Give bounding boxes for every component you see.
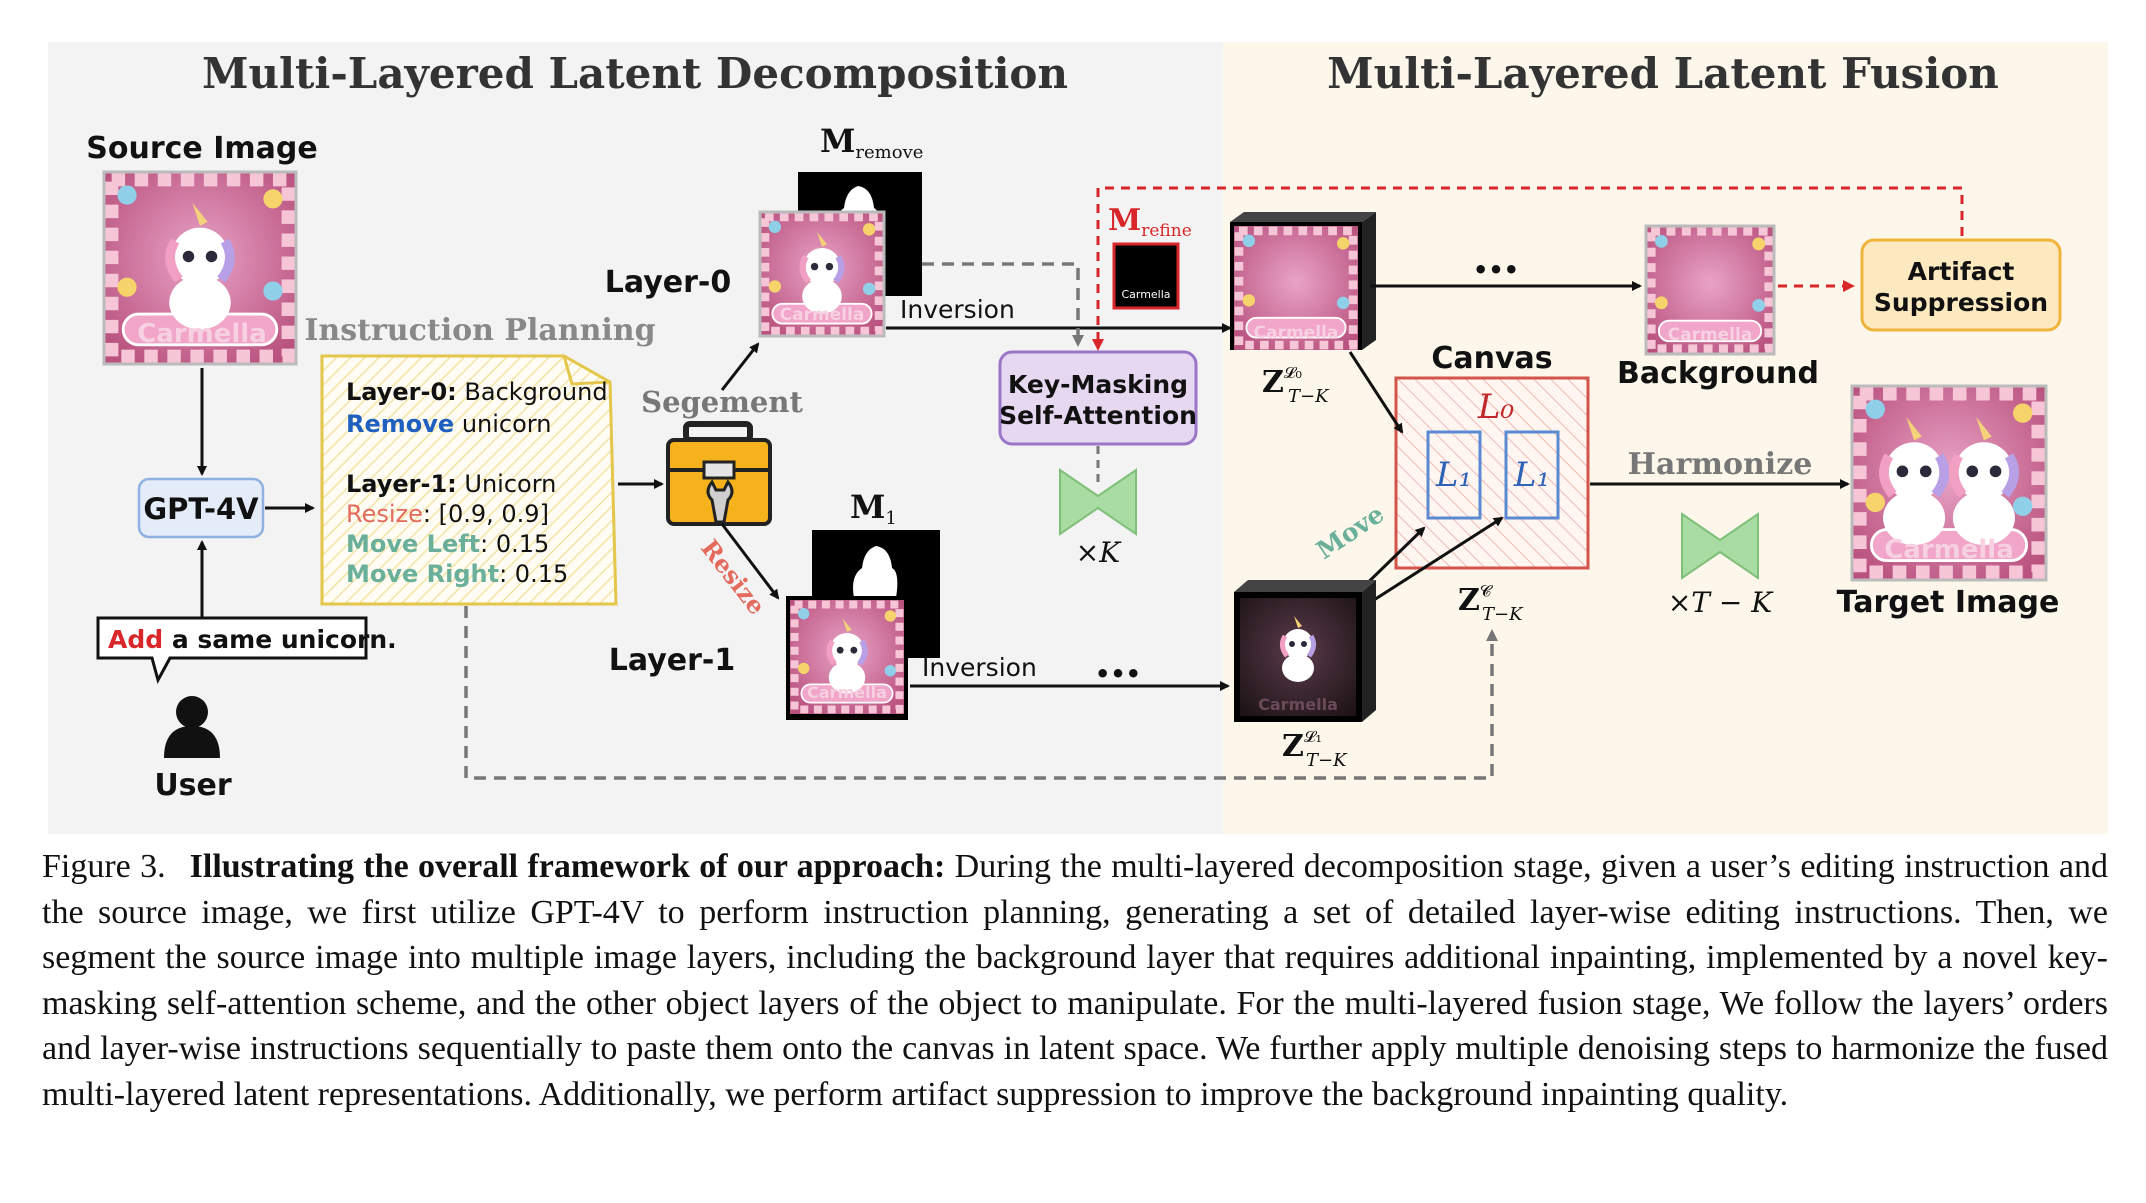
target-thumb-text: Carmella (1884, 535, 2014, 565)
times-t-k-label: ×T − K (1668, 586, 1774, 619)
plan-move-right: Move Right: 0.15 (346, 560, 568, 588)
gpt-4v-label: GPT-4V (143, 492, 259, 526)
plan-layer0: Layer-0: Background (346, 378, 608, 406)
m-remove-label: Mremove (820, 122, 923, 163)
instruction-planning-note (320, 354, 618, 606)
m1-label: M1 (850, 488, 897, 529)
layer0-thumb-text: Carmella (780, 305, 865, 325)
harmonize-label: Harmonize (1628, 447, 1813, 482)
user-icon (164, 696, 220, 758)
instruction-planning-title: Instruction Planning (304, 313, 655, 348)
latent-z-l1: Carmella (1234, 580, 1376, 722)
kmsa-line1: Key-Masking (1008, 370, 1188, 399)
canvas-l1a-box (1426, 430, 1482, 520)
plan-resize: Resize: [0.9, 0.9] (346, 500, 549, 528)
caption-bold: Illustrating the overall framework of ou… (189, 848, 946, 885)
plan-remove: Remove unicorn (346, 410, 551, 438)
svg-text:Carmella: Carmella (1121, 288, 1170, 301)
layer1-label: Layer-1 (609, 643, 735, 678)
canvas-l1b-box (1504, 430, 1560, 520)
ellipsis-bottom: ••• (1095, 660, 1141, 688)
layer0-label: Layer-0 (605, 265, 731, 300)
toolbox-icon (666, 421, 772, 526)
plan-move-left: Move Left: 0.15 (346, 530, 549, 558)
caption-label: Figure 3. (42, 848, 166, 885)
denoiser-icon-k (1059, 468, 1137, 536)
m-refine-label: Mrefine (1108, 203, 1192, 241)
segment-label: Segement (641, 385, 803, 419)
svg-text:Carmella: Carmella (1258, 695, 1338, 714)
inversion-label-bottom: Inversion (922, 653, 1037, 682)
right-panel-title: Multi-Layered Latent Fusion (1327, 49, 1999, 98)
source-image-label: Source Image (86, 131, 317, 166)
background-thumb-text: Carmella (1668, 325, 1753, 345)
svg-text:Carmella: Carmella (1254, 323, 1339, 343)
inversion-label-top: Inversion (900, 295, 1015, 324)
key-masking-self-attention-box (998, 350, 1198, 446)
canvas-l0: L₀ (1477, 387, 1515, 427)
framework-figure: Multi-Layered Latent Decomposition Multi… (48, 42, 2108, 834)
left-panel-title: Multi-Layered Latent Decomposition (202, 49, 1068, 98)
gpt-4v-box (137, 477, 265, 539)
canvas-l1a: L₁ (1435, 455, 1472, 495)
canvas-l1b: L₁ (1513, 455, 1550, 495)
background-label: Background (1617, 356, 1819, 391)
plan-layer1: Layer-1: Unicorn (346, 470, 556, 498)
figure-caption: Figure 3. Illustrating the overall framew… (42, 844, 2108, 1117)
kmsa-line2: Self-Attention (999, 401, 1197, 430)
latent-z-l0: Carmella (1230, 212, 1376, 350)
user-prompt-text: Add a same unicorn. (108, 625, 397, 654)
caption-text: During the multi-layered decomposition s… (42, 848, 2108, 1113)
target-image-label: Target Image (1837, 585, 2060, 620)
artifact-line2: Suppression (1874, 288, 2048, 317)
times-k-label: ×K (1076, 536, 1122, 569)
artifact-suppression-box (1860, 238, 2062, 332)
user-prompt-bubble (96, 616, 368, 684)
layer1-thumb-text: Carmella (807, 683, 887, 702)
source-image-thumb-text: Carmella (137, 319, 267, 349)
denoiser-icon-t-k (1681, 512, 1759, 580)
canvas-label: Canvas (1431, 341, 1552, 376)
ellipsis-top: ••• (1473, 256, 1519, 284)
mask-refine: Carmella (1112, 242, 1180, 310)
artifact-line1: Artifact (1908, 257, 2015, 286)
user-label: User (154, 768, 232, 803)
